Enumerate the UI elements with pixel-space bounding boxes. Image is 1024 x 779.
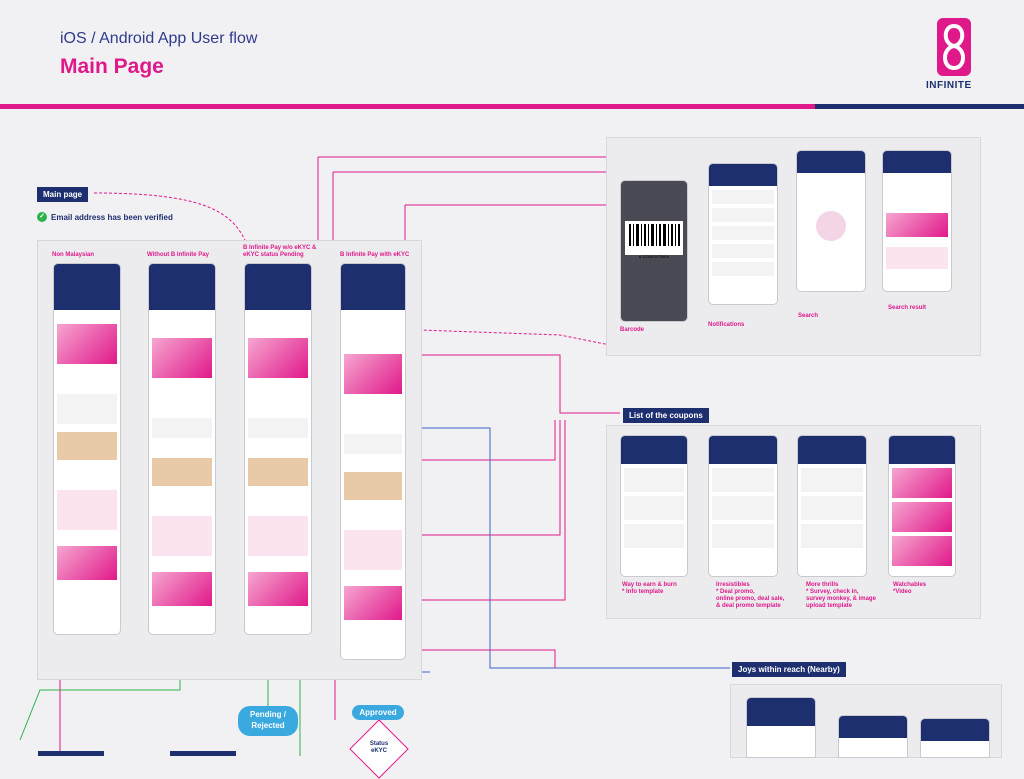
verified-status: ✓ Email address has been verified bbox=[37, 212, 173, 222]
phone-pay-without-ekyc bbox=[244, 263, 312, 635]
caption-more-thrills: More thrills * Survey, check in, survey … bbox=[806, 582, 876, 609]
caption-notifications: Notifications bbox=[708, 322, 745, 328]
bottom-tag-1 bbox=[38, 751, 104, 756]
header-divider bbox=[0, 104, 1024, 109]
screen-search-result bbox=[882, 150, 952, 292]
caption-irresistibles: Irresistibles * Deal promo, online promo… bbox=[716, 582, 785, 609]
caption-watchables: Watchables *Video bbox=[893, 582, 927, 595]
check-icon: ✓ bbox=[37, 212, 47, 222]
page-title: Main Page bbox=[60, 55, 164, 78]
status-ekyc-label: Status eKYC bbox=[369, 741, 389, 754]
nearby-tag: Joys within reach (Nearby) bbox=[732, 662, 846, 677]
nearby-screen-3 bbox=[920, 718, 990, 758]
connector-nearby bbox=[400, 427, 730, 669]
main-page-tag: Main page bbox=[37, 187, 89, 202]
search-illustration bbox=[816, 211, 846, 241]
brand-logo bbox=[937, 18, 971, 76]
pending-rejected-pill: Pending / Rejected bbox=[238, 706, 298, 736]
coupon-screen-more-thrills bbox=[797, 435, 867, 577]
coupon-screen-earn-burn bbox=[620, 435, 688, 577]
column-header-pay-with-ekyc: B Infinite Pay with eKYC bbox=[340, 252, 410, 258]
coupons-tag: List of the coupons bbox=[623, 408, 709, 423]
connector-barcode bbox=[398, 204, 620, 316]
phone-pay-with-ekyc bbox=[340, 263, 406, 660]
coupon-screen-watchables bbox=[888, 435, 956, 577]
barcode-number: 6 12345 67759 6 bbox=[638, 254, 670, 259]
header-subtitle: iOS / Android App User flow bbox=[60, 30, 258, 47]
coupon-screen-irresistibles bbox=[708, 435, 778, 577]
nearby-screen-2 bbox=[838, 715, 908, 758]
phone-non-malaysian bbox=[53, 263, 121, 635]
bottom-tag-2 bbox=[170, 751, 236, 756]
header-divider-accent bbox=[815, 104, 1024, 109]
screen-search bbox=[796, 150, 866, 292]
connector-nearby-2 bbox=[395, 649, 556, 668]
barcode-icon bbox=[629, 224, 680, 246]
nearby-screen-1 bbox=[746, 697, 816, 758]
connector-coupons bbox=[405, 354, 620, 601]
screen-barcode: 6 12345 67759 6 bbox=[620, 180, 688, 322]
caption-search: Search bbox=[798, 313, 819, 319]
verified-text: Email address has been verified bbox=[51, 212, 173, 222]
screen-notifications bbox=[708, 163, 778, 305]
column-header-pay-without-ekyc: B Infinite Pay w/o eKYC & eKYC status Pe… bbox=[243, 245, 317, 258]
column-header-without-pay: Without B Infinite Pay bbox=[147, 252, 209, 258]
caption-barcode: Barcode bbox=[620, 327, 645, 333]
brand-logo-text: INFINITE bbox=[926, 80, 972, 91]
column-header-non-malaysian: Non Malaysian bbox=[52, 252, 95, 258]
caption-earn-burn: Way to earn & burn * Info template bbox=[622, 582, 677, 595]
phone-without-pay bbox=[148, 263, 216, 635]
approved-pill: Approved bbox=[352, 705, 404, 720]
caption-search-result: Search result bbox=[888, 305, 927, 311]
